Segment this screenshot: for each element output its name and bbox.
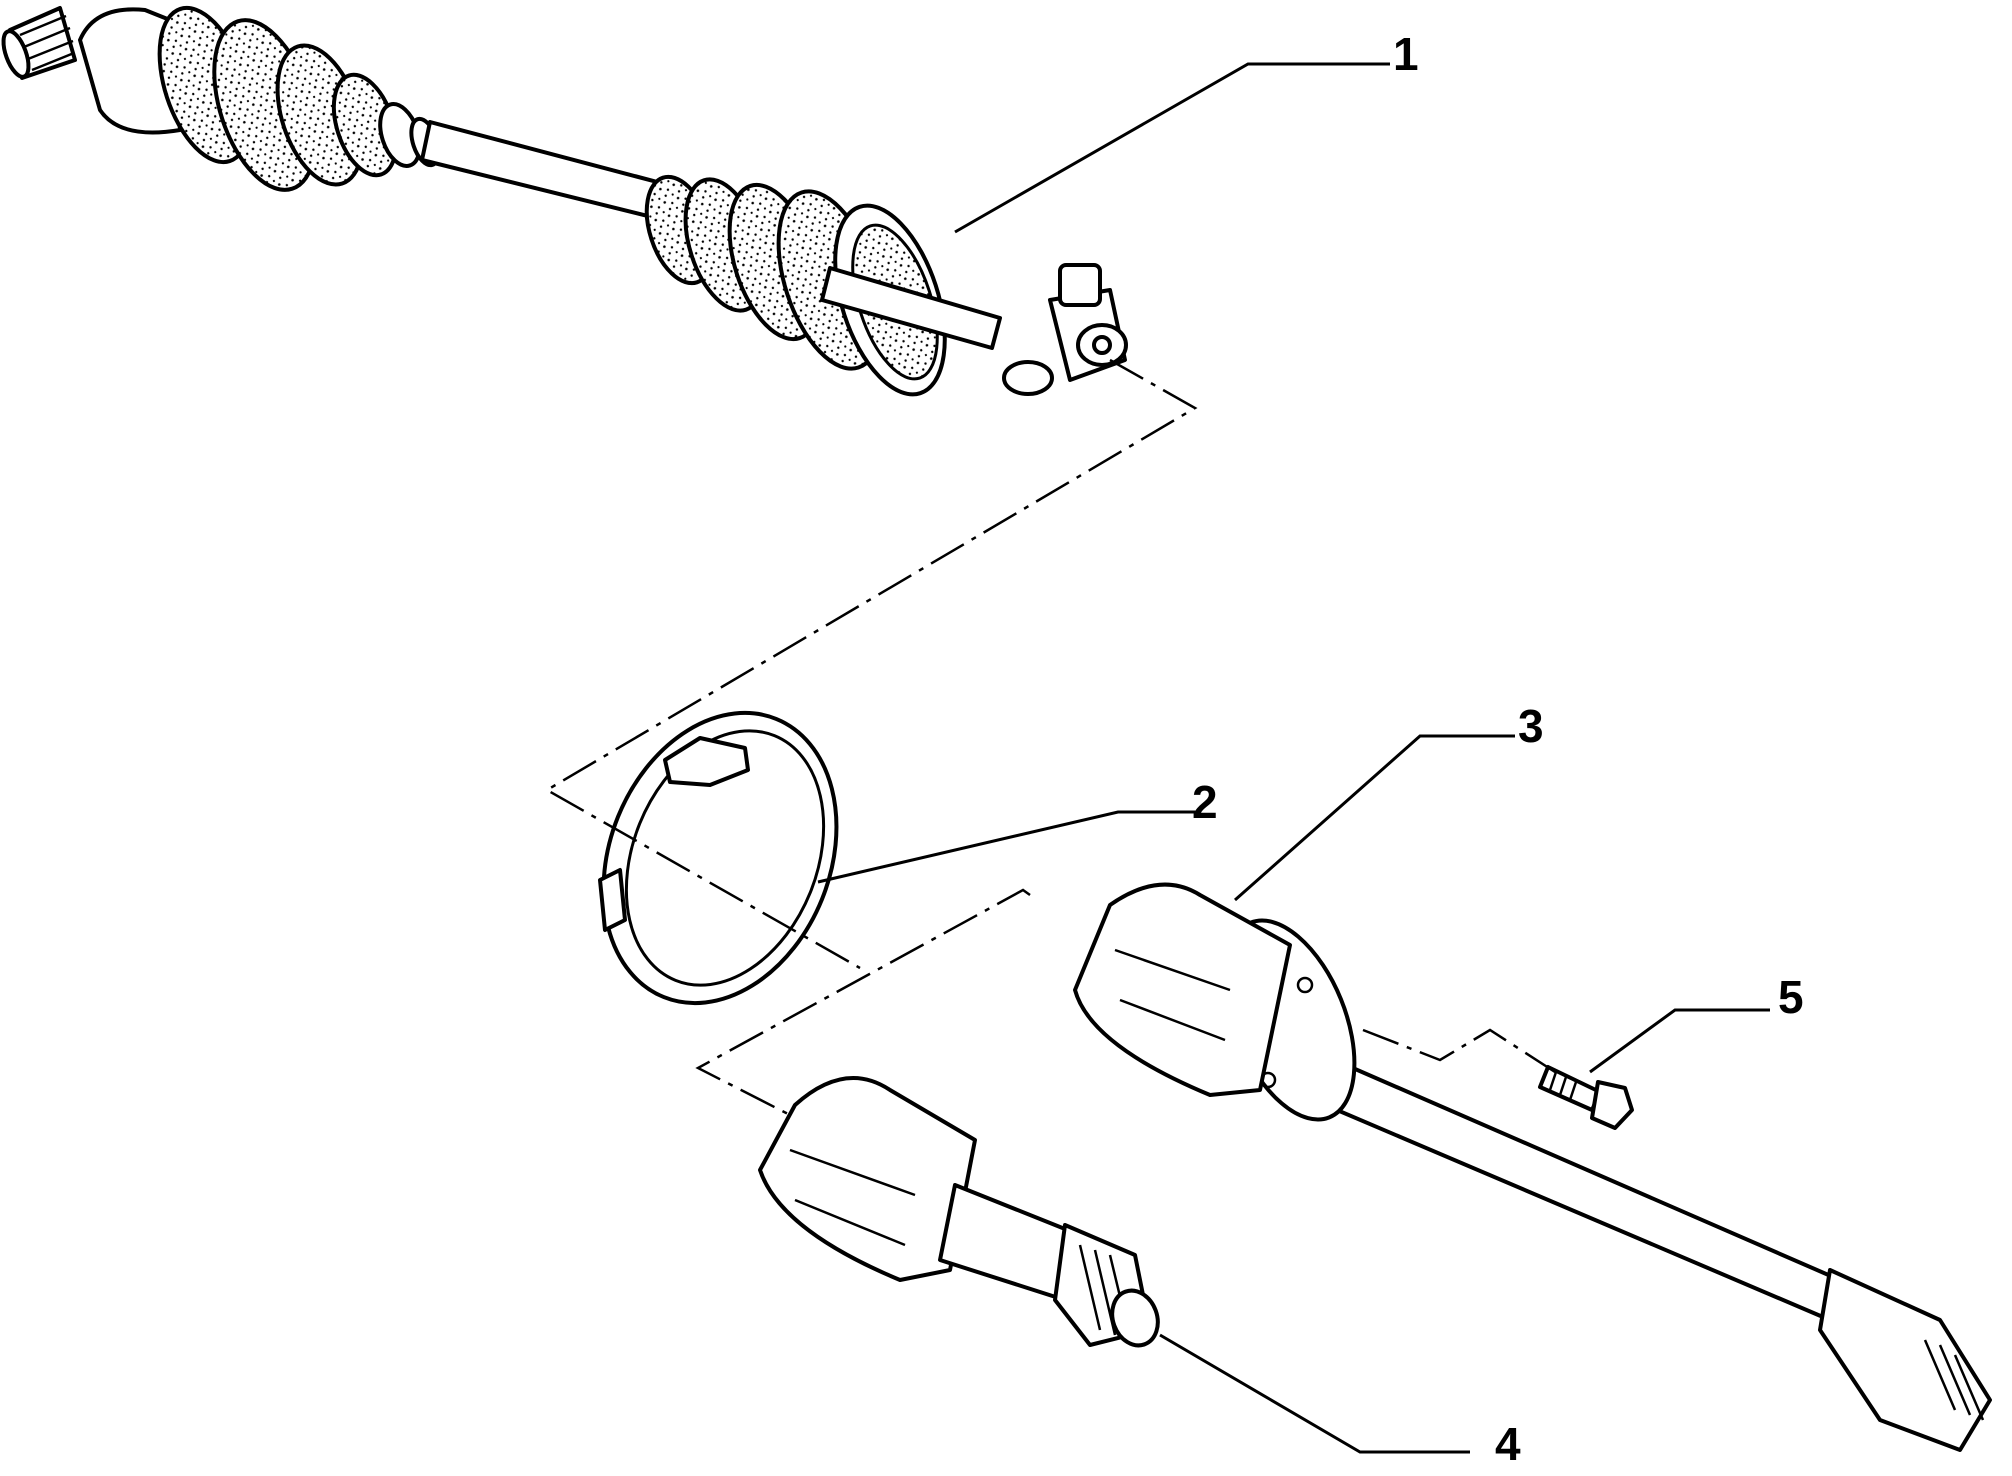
callout-2: 2	[1192, 776, 1218, 828]
assembly-centerlines	[544, 358, 1556, 1117]
part-4-inner-joint	[758, 1076, 1160, 1348]
shaft-end	[820, 266, 1002, 350]
shaft-bar	[420, 120, 682, 224]
callout-1: 1	[1393, 28, 1419, 80]
part-3-shaft-assembly	[1073, 882, 1992, 1452]
outer-boot	[157, 5, 441, 192]
part-2-clamp-band	[598, 710, 839, 1006]
leader-lines	[817, 62, 1770, 1454]
part-5-bolt	[1538, 1065, 1634, 1130]
callout-4: 4	[1495, 1418, 1521, 1470]
callout-5: 5	[1778, 971, 1804, 1023]
callout-3: 3	[1518, 700, 1544, 752]
outer-splined-stub	[1, 6, 77, 80]
tripod-spider	[1002, 263, 1128, 396]
inner-boot	[644, 174, 947, 397]
part-1-drive-shaft	[1, 5, 1128, 397]
